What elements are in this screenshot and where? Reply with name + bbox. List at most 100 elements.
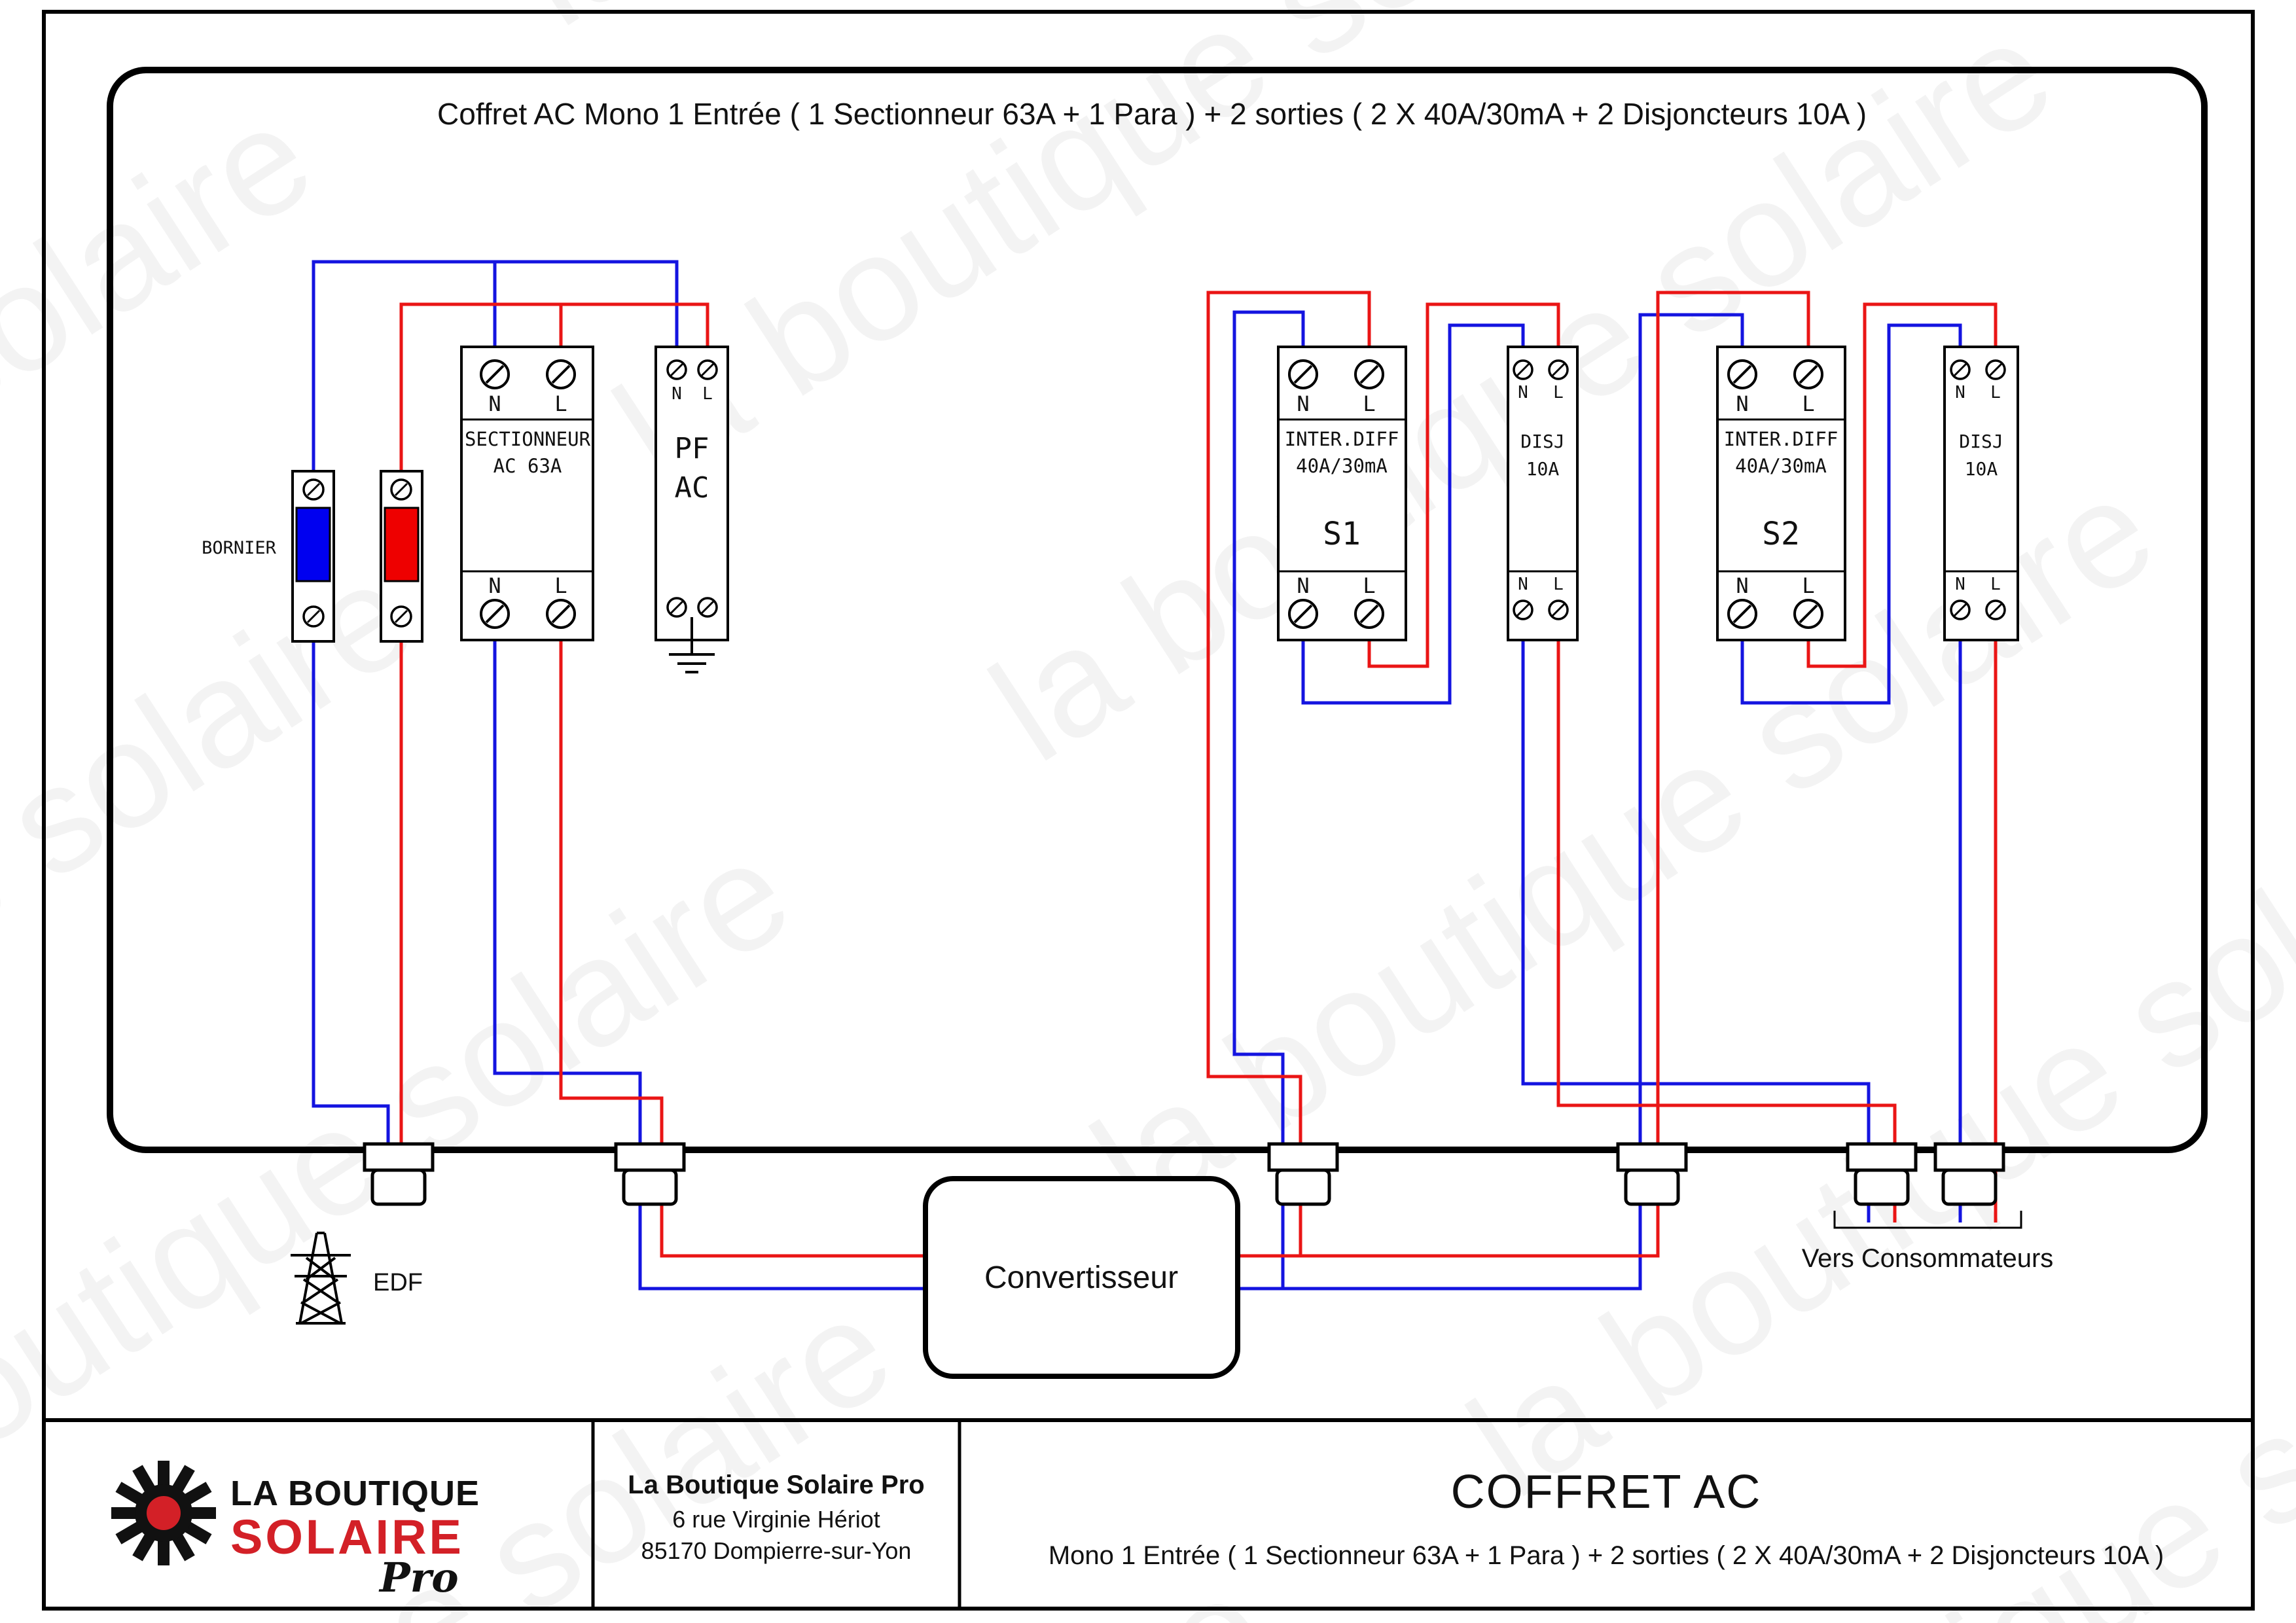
converter-box: Convertisseur xyxy=(923,1176,1240,1379)
terminal-label-n: N xyxy=(1736,573,1748,598)
disjoncteur1-line2: 10A xyxy=(1526,458,1560,480)
screw-slash xyxy=(700,363,715,377)
diagram-title: Coffret AC Mono 1 Entrée ( 1 Sectionneur… xyxy=(437,97,1867,131)
terminal-label-n: N xyxy=(488,391,501,416)
edf-label: EDF xyxy=(373,1269,423,1296)
terminal-label-l: L xyxy=(554,573,567,598)
wire-neutral-s1-to-disj1 xyxy=(1301,323,1525,705)
disjoncteur1-module: N L DISJ 10A N L xyxy=(1507,346,1579,641)
address-name: La Boutique Solaire Pro xyxy=(628,1471,924,1499)
screw-slash xyxy=(1551,363,1566,377)
parafoudre-body xyxy=(655,346,729,641)
logo-text-middle: SOLAIRE xyxy=(230,1510,464,1564)
cable-gland xyxy=(1616,1142,1688,1206)
cable-glands xyxy=(363,1142,2005,1206)
inter-diff-s2-module: N L INTER.DIFF 40A/30mA S2 N L xyxy=(1716,346,1846,641)
neutral-wires xyxy=(312,260,1962,1291)
screw-slash xyxy=(306,609,321,624)
disjoncteur1-body xyxy=(1507,346,1579,641)
screw-slash xyxy=(1953,363,1967,377)
inter-diff-s1-line1: INTER.DIFF xyxy=(1285,428,1399,450)
page-border xyxy=(42,10,2255,1611)
wire-live-s1-to-disj1 xyxy=(1367,302,1560,668)
terminal-label-n: N xyxy=(1518,383,1528,402)
inter-diff-s2-id: S2 xyxy=(1762,516,1800,552)
wire-neutral-s2-to-disj2 xyxy=(1740,323,1962,705)
terminal-label-n: N xyxy=(1736,391,1748,416)
cable-gland xyxy=(614,1142,686,1206)
brand-logo: LA BOUTIQUE SOLAIRE Pro xyxy=(111,1461,480,1601)
disjoncteur2-line1: DISJ xyxy=(1959,431,2003,452)
terminal-label-n: N xyxy=(488,573,501,598)
bornier-live-clamp xyxy=(384,507,420,582)
wire-live-converter-to-s2 xyxy=(1300,291,1810,1258)
terminal-label-n: N xyxy=(672,384,682,404)
parafoudre-module: N L PF AC xyxy=(655,346,729,673)
sectionneur-body xyxy=(460,346,594,641)
cable-gland xyxy=(1933,1142,2005,1206)
terminal-label-l: L xyxy=(1553,575,1564,594)
screw-slash xyxy=(1732,604,1752,624)
cable-gland xyxy=(1846,1142,1918,1206)
screw-slash xyxy=(1988,363,2003,377)
earth-ground-icon xyxy=(669,617,715,673)
logo-text-script: Pro xyxy=(378,1554,459,1601)
wire-live-bornier-to-sectionneur-pf xyxy=(399,302,709,471)
screw-slash xyxy=(1799,365,1818,384)
screw-slash xyxy=(1359,365,1379,384)
screw-slash xyxy=(394,609,408,624)
screw-slash xyxy=(306,482,321,497)
bornier-neutral-clamp xyxy=(295,507,331,582)
wire-neutral-converter-to-s2 xyxy=(1283,313,1744,1291)
screw-slash xyxy=(551,604,571,624)
screw-slash xyxy=(1516,363,1530,377)
terminal-label-n: N xyxy=(1297,391,1309,416)
terminal-label-l: L xyxy=(1802,391,1814,416)
screw-slash xyxy=(551,365,571,384)
sectionneur-name-line2: AC 63A xyxy=(493,455,562,477)
terminal-label-l: L xyxy=(554,391,567,416)
screw-slash xyxy=(1551,603,1566,617)
screw-slash xyxy=(1293,604,1313,624)
logo-text-top: LA BOUTIQUE xyxy=(230,1474,480,1513)
terminal-label-l: L xyxy=(1553,383,1564,402)
footer-title-block: COFFRET AC Mono 1 Entrée ( 1 Sectionneur… xyxy=(1049,1466,2164,1570)
bornier-live xyxy=(380,470,423,643)
screw-slash xyxy=(700,600,715,615)
inter-diff-s1-body xyxy=(1277,346,1407,641)
logo-sun-icon xyxy=(111,1461,216,1565)
terminal-label-n: N xyxy=(1955,575,1965,594)
screw-slash xyxy=(1516,603,1530,617)
terminal-label-n: N xyxy=(1297,573,1309,598)
inter-diff-s1-line2: 40A/30mA xyxy=(1296,455,1388,477)
screw-slash xyxy=(394,482,408,497)
terminal-label-n: N xyxy=(1518,575,1528,594)
footer-title: COFFRET AC xyxy=(1451,1466,1762,1518)
address-city: 85170 Dompierre-sur-Yon xyxy=(641,1537,912,1564)
coffret-enclosure-outline xyxy=(107,67,2208,1153)
address-street: 6 rue Virginie Hériot xyxy=(672,1506,880,1533)
disjoncteur1-line1: DISJ xyxy=(1520,431,1564,452)
screw-slash xyxy=(670,600,684,615)
converter-label: Convertisseur xyxy=(984,1260,1178,1295)
footer: LA BOUTIQUE SOLAIRE Pro La Boutique Sola… xyxy=(44,1418,2253,1609)
screw-slash xyxy=(485,365,505,384)
screw-slash xyxy=(670,363,684,377)
screw-slash xyxy=(1799,604,1818,624)
wire-live-sectionneur-to-converter xyxy=(559,640,925,1258)
terminal-label-l: L xyxy=(1363,391,1375,416)
screw-slash xyxy=(1953,603,1967,617)
edf-pylon-icon xyxy=(291,1232,351,1325)
inter-diff-s2-body xyxy=(1716,346,1846,641)
cable-gland xyxy=(363,1142,435,1206)
terminal-label-l: L xyxy=(1990,383,2001,402)
terminal-label-l: L xyxy=(1802,573,1814,598)
screw-slash xyxy=(1359,604,1379,624)
sectionneur-module: N L SECTIONNEUR AC 63A N L xyxy=(460,346,594,641)
inter-diff-s2-line2: 40A/30mA xyxy=(1735,455,1827,477)
terminal-label-l: L xyxy=(1363,573,1375,598)
wire-neutral-bornier-to-edf-gland xyxy=(312,641,390,1175)
